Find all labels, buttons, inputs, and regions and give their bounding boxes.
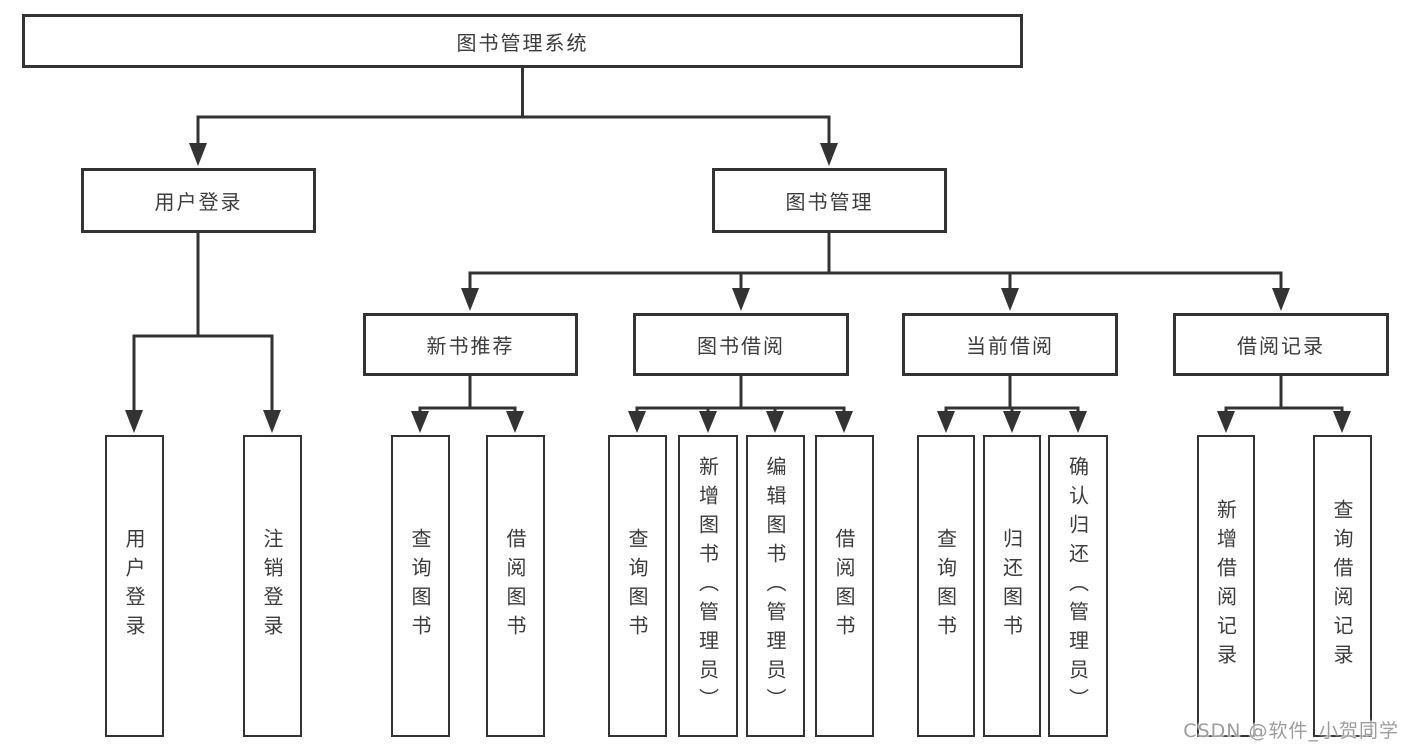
leaf-borrow-books-recommend: 借阅图书 <box>486 435 545 737</box>
leaf-query-borrow-record: 查询借阅记录 <box>1313 435 1372 737</box>
leaf-query-books-borrowing-label: 查询图书 <box>625 528 649 644</box>
csdn-watermark: CSDN @软件_小贺同学 <box>1183 720 1399 742</box>
leaf-logout-label: 注销登录 <box>260 528 284 644</box>
leaf-query-books-recommend-label: 查询图书 <box>408 528 432 644</box>
leaf-query-books-borrowing: 查询图书 <box>608 435 667 737</box>
node-book-management: 图书管理 <box>712 168 947 233</box>
leaf-user-login-label: 用户登录 <box>122 528 146 644</box>
node-user-login: 用户登录 <box>81 168 316 233</box>
leaf-confirm-return-admin: 确认归还（管理员） <box>1048 435 1108 737</box>
leaf-borrow-books: 借阅图书 <box>815 435 874 737</box>
node-borrowing-records: 借阅记录 <box>1173 313 1389 376</box>
leaf-logout: 注销登录 <box>243 435 302 737</box>
leaf-query-borrow-record-label: 查询借阅记录 <box>1330 499 1354 673</box>
node-new-book-recommend: 新书推荐 <box>363 313 578 376</box>
arrowhead-icons <box>125 143 1351 433</box>
leaf-edit-book-admin-label: 编辑图书（管理员） <box>763 455 787 717</box>
leaf-user-login: 用户登录 <box>105 435 164 737</box>
leaf-return-book: 归还图书 <box>983 435 1041 737</box>
leaf-add-book-admin-label: 新增图书（管理员） <box>695 455 720 717</box>
leaf-borrow-books-label: 借阅图书 <box>832 528 856 644</box>
leaf-borrow-books-recommend-label: 借阅图书 <box>503 528 527 644</box>
leaf-query-books-current: 查询图书 <box>917 435 975 737</box>
leaf-add-borrow-record: 新增借阅记录 <box>1197 435 1255 737</box>
leaf-confirm-return-admin-label: 确认归还（管理员） <box>1065 455 1090 717</box>
leaf-add-book-admin: 新增图书（管理员） <box>678 435 738 737</box>
node-book-borrowing: 图书借阅 <box>633 313 849 376</box>
node-current-borrowing: 当前借阅 <box>902 313 1118 376</box>
leaf-query-books-recommend: 查询图书 <box>391 435 450 737</box>
leaf-query-books-current-label: 查询图书 <box>933 528 958 644</box>
leaf-add-borrow-record-label: 新增借阅记录 <box>1213 499 1238 673</box>
leaf-edit-book-admin: 编辑图书（管理员） <box>746 435 805 737</box>
node-library-system: 图书管理系统 <box>22 14 1023 68</box>
leaf-return-book-label: 归还图书 <box>999 528 1024 644</box>
